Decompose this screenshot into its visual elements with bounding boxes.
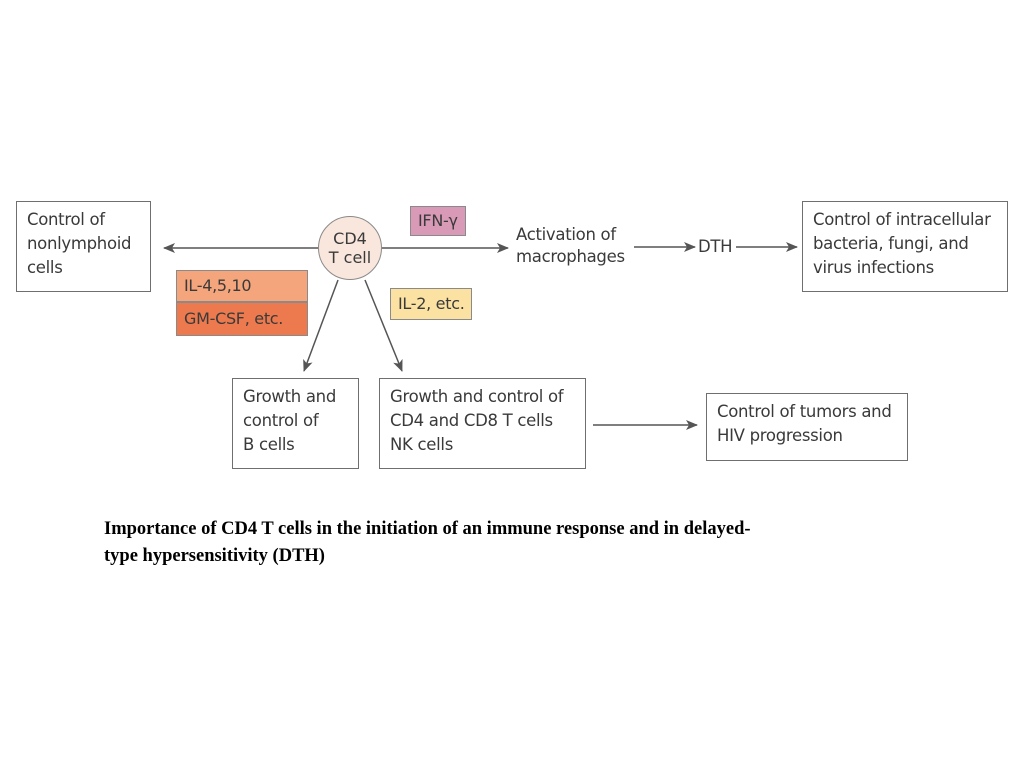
box-b-cells-line-2: control of [243, 411, 319, 430]
tag-gm-csf: GM-CSF, etc. [176, 302, 308, 336]
box-t-cells-line-2: CD4 and CD8 T cells [390, 411, 553, 430]
label-activation-line-1: Activation of [516, 225, 616, 244]
box-t-cells: Growth and control of CD4 and CD8 T cell… [379, 378, 586, 469]
box-tumors: Control of tumors and HIV progression [706, 393, 908, 461]
box-t-cells-line-1: Growth and control of [390, 387, 564, 406]
cd4-label: CD4 [333, 229, 367, 248]
box-nonlymphoid: Control of nonlymphoid cells [16, 201, 151, 292]
box-intracellular-line-3: virus infections [813, 258, 934, 277]
label-activation-of-macrophages: Activation of macrophages [516, 224, 625, 268]
box-b-cells: Growth and control of B cells [232, 378, 359, 469]
box-intracellular-line-2: bacteria, fungi, and [813, 234, 969, 253]
box-nonlymphoid-line-2: nonlymphoid [27, 234, 132, 253]
figure-caption: Importance of CD4 T cells in the initiat… [104, 516, 914, 570]
caption-line-2: type hypersensitivity (DTH) [104, 546, 325, 566]
box-t-cells-line-3: NK cells [390, 435, 453, 454]
t-cell-label: T cell [328, 248, 372, 267]
caption-line-1: Importance of CD4 T cells in the initiat… [104, 519, 751, 539]
label-dth: DTH [698, 237, 733, 256]
box-tumors-line-2: HIV progression [717, 426, 843, 445]
box-b-cells-line-3: B cells [243, 435, 295, 454]
box-nonlymphoid-line-1: Control of [27, 210, 105, 229]
arrow-to-b-cells [303, 279, 339, 372]
label-activation-line-2: macrophages [516, 247, 625, 266]
tag-il-4-5-10: IL-4,5,10 [176, 270, 308, 302]
box-tumors-line-1: Control of tumors and [717, 402, 892, 421]
cd4-t-cell-node: CD4 T cell [318, 216, 382, 280]
tag-il-2: IL-2, etc. [390, 288, 473, 320]
tag-ifn-gamma: IFN-γ [410, 206, 466, 236]
box-intracellular: Control of intracellular bacteria, fungi… [802, 201, 1008, 292]
box-b-cells-line-1: Growth and [243, 387, 337, 406]
box-intracellular-line-1: Control of intracellular [813, 210, 991, 229]
box-nonlymphoid-line-3: cells [27, 258, 63, 277]
